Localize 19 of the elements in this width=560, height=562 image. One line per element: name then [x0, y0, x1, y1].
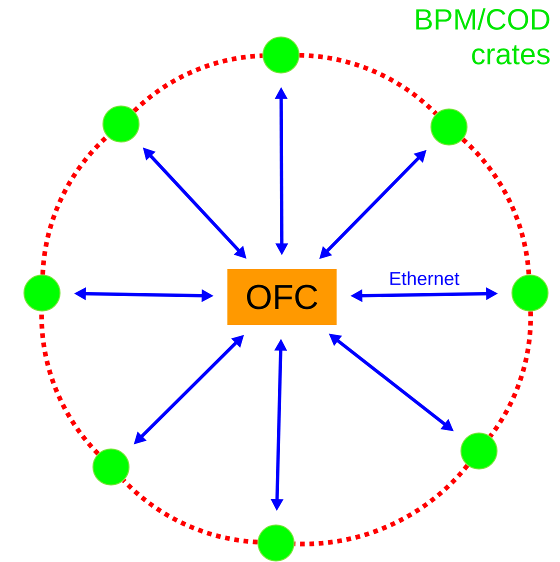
- crate-circle: [257, 524, 295, 562]
- dotted-ring: [122, 478, 258, 544]
- crate-circle: [23, 274, 61, 312]
- edge-label: Ethernet: [390, 271, 460, 286]
- crate-circle: [460, 432, 498, 470]
- crate-circle: [511, 274, 549, 312]
- dotted-ring: [299, 52, 438, 116]
- dotted-ring: [40, 134, 109, 275]
- crate-circle: [262, 36, 300, 74]
- dotted-ring: [39, 312, 100, 456]
- group-label: BPM/COD crates: [416, 8, 550, 64]
- dotted-ring: [488, 312, 533, 438]
- dotted-ring: [294, 464, 470, 546]
- crate-circle: [430, 108, 468, 146]
- process-box: OFC: [227, 269, 337, 325]
- dotted-ring: [132, 53, 263, 113]
- crate-circle: [102, 105, 140, 143]
- dotted-ring: [461, 138, 532, 275]
- crate-circle: [92, 448, 130, 486]
